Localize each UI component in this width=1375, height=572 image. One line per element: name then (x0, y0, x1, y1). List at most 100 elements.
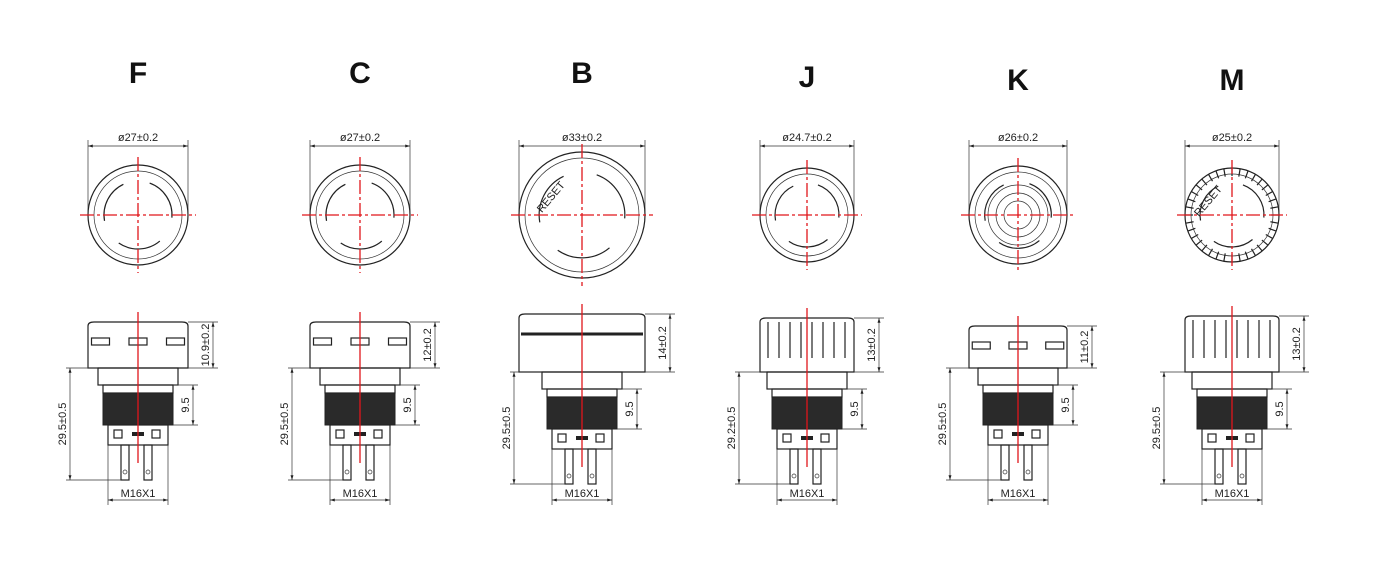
arrowhead-icon (290, 368, 294, 373)
head-height-value: 11±0.2 (1079, 331, 1091, 364)
arrowhead-icon (552, 498, 557, 502)
knurl-tick (1207, 173, 1214, 182)
knurl-tick (1223, 253, 1226, 262)
terminal-pin (120, 444, 130, 481)
head-profile (518, 313, 646, 373)
arrowhead-icon (635, 424, 639, 429)
terminal-slot (113, 429, 123, 439)
arrowhead-icon (849, 144, 854, 148)
arrowhead-icon (777, 498, 782, 502)
rotate-arrow-icon (817, 184, 840, 218)
arrowhead-icon (877, 367, 881, 372)
knurl-tick (1244, 170, 1249, 179)
rotate-arrow-icon (149, 182, 173, 218)
pin-hole (589, 473, 595, 479)
grip-slot (312, 337, 333, 346)
arrowhead-icon (191, 420, 195, 425)
arrowhead-icon (1257, 498, 1262, 502)
terminal-pin (342, 444, 352, 481)
arrowhead-icon (1062, 144, 1067, 148)
knurl-tick (1187, 227, 1196, 232)
overall-height-value: 29.2±0.5 (726, 407, 738, 450)
thread-value: M16X1 (1215, 488, 1250, 500)
terminal-pin (812, 448, 822, 485)
arrowhead-icon (512, 479, 516, 484)
arrowhead-icon (860, 389, 864, 394)
arrowhead-icon (1202, 498, 1207, 502)
terminal-slot (373, 429, 383, 439)
arrowhead-icon (737, 372, 741, 377)
arrowhead-icon (1162, 372, 1166, 377)
thread-value: M16X1 (121, 488, 156, 500)
arrowhead-icon (68, 368, 72, 373)
arrowhead-icon (1071, 420, 1075, 425)
terminal-slot (595, 433, 605, 443)
knurl-tick (1190, 233, 1199, 240)
terminal-pin (1023, 444, 1033, 481)
head-height-value: 14±0.2 (657, 326, 669, 360)
terminal-slot (1031, 429, 1041, 439)
terminal-pin (1000, 444, 1010, 481)
arrowhead-icon (969, 144, 974, 148)
arrowhead-icon (1285, 424, 1289, 429)
knurl-tick (1215, 170, 1220, 179)
pin-hole (1025, 469, 1031, 475)
arrowhead-icon (668, 367, 672, 372)
rotate-arrow-icon (538, 175, 564, 223)
knurl-tick (1195, 239, 1203, 246)
top-view: ø26±0.2 (961, 132, 1075, 272)
knurl-tick (1256, 244, 1263, 252)
rotate-arrow-icon (984, 184, 1004, 221)
top-view: ø27±0.2 (302, 132, 418, 273)
rotate-arrow-icon (557, 247, 610, 259)
rotate-arrow-icon (1199, 185, 1219, 221)
rotate-arrow-icon (325, 183, 346, 221)
arrowhead-icon (635, 389, 639, 394)
rotate-arrow-icon (788, 239, 828, 248)
knurl-tick (1265, 233, 1274, 240)
pin-hole (1216, 473, 1222, 479)
rotate-arrow-icon (371, 182, 395, 218)
arrowhead-icon (948, 475, 952, 480)
body-height-value: 9.5 (624, 401, 636, 416)
terminal-slot (782, 433, 792, 443)
arrowhead-icon (1043, 498, 1048, 502)
arrowhead-icon (183, 144, 188, 148)
arrowhead-icon (433, 363, 437, 368)
pin-hole (791, 473, 797, 479)
terminal-pin (1237, 448, 1247, 485)
terminal-pin (1214, 448, 1224, 485)
diameter-value: ø27±0.2 (118, 132, 158, 144)
variant-label: B (571, 57, 593, 90)
overall-height-value: 29.5±0.5 (1151, 407, 1163, 450)
diameter-value: ø24.7±0.2 (782, 132, 831, 144)
diameter-value: ø26±0.2 (998, 132, 1038, 144)
knurl-tick (1190, 190, 1199, 197)
grip-slot (971, 341, 991, 350)
rotate-arrow-icon (1029, 183, 1052, 218)
arrowhead-icon (1185, 144, 1190, 148)
arrowhead-icon (68, 475, 72, 480)
rotate-arrow-icon (118, 240, 161, 250)
terminal-pin (143, 444, 153, 481)
terminal-slot (1245, 433, 1255, 443)
arrowhead-icon (519, 144, 524, 148)
variant-label: K (1007, 64, 1029, 97)
knurl-tick (1261, 239, 1269, 246)
terminal-pin (365, 444, 375, 481)
thread-value: M16X1 (790, 488, 825, 500)
body-height-value: 9.5 (1274, 401, 1286, 416)
diameter-value: ø27±0.2 (340, 132, 380, 144)
pin-hole (1239, 473, 1245, 479)
top-view: ø24.7±0.2 (752, 132, 862, 270)
head-profile (1184, 315, 1280, 373)
grip-slot (387, 337, 408, 346)
body-height-value: 9.5 (402, 397, 414, 412)
terminal-slot (1207, 433, 1217, 443)
